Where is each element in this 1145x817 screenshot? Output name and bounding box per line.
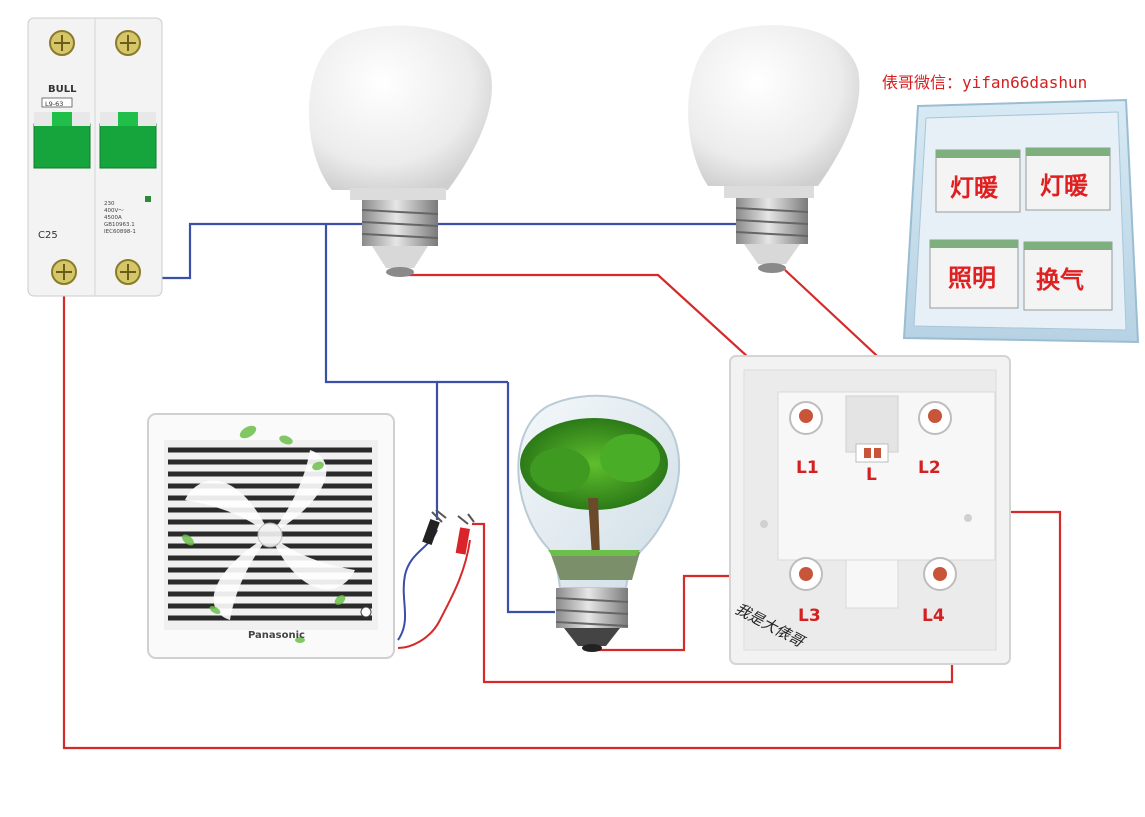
circuit-breaker: BULL L9-63 230 400V～ 4500A GB10963.1 IEC… [27, 17, 163, 297]
led-bulb-2 [688, 25, 860, 273]
bath-heater-switch-panel: 灯暖 灯暖 照明 换气 [902, 98, 1140, 344]
neutral-breaker-to-bulb1 [132, 222, 390, 280]
led-bulb-1 [308, 25, 492, 277]
switch-button[interactable]: 换气 [1023, 241, 1113, 311]
breaker-model: L9-63 [45, 100, 63, 108]
terminal-label: L3 [798, 606, 821, 626]
terminal-L4: L4 [922, 557, 957, 626]
terminal-label: L1 [796, 458, 819, 478]
breaker-spec: 230 [104, 201, 115, 207]
terminal-label: L [866, 465, 877, 485]
exhaust-fan: Panasonic [147, 413, 475, 659]
switch-button[interactable]: 照明 [929, 239, 1019, 309]
screw-icon [115, 30, 141, 56]
fan-neutral-lead [397, 529, 438, 641]
fan-live-lead [397, 539, 471, 649]
fan-connector [455, 513, 475, 555]
breaker-spec: 400V～ [104, 208, 124, 214]
screw-icon [51, 259, 77, 285]
terminal-L: L [855, 443, 889, 485]
breaker-spec: 4500A [104, 215, 122, 221]
terminal-L1: L1 [789, 401, 823, 478]
terminal-label: L2 [918, 458, 941, 478]
terminal-L2: L2 [918, 401, 952, 478]
fan-brand: Panasonic [248, 630, 305, 641]
switch-button-label: 换气 [1036, 266, 1084, 294]
switch-button-label: 照明 [948, 264, 996, 292]
switch-button[interactable]: 灯暖 [935, 149, 1021, 213]
fan-blade-icon [185, 450, 355, 620]
tree-light-bulb [517, 394, 681, 652]
neutral-wires [132, 222, 770, 614]
screw-icon [49, 30, 75, 56]
terminal-L3: L3 [789, 557, 823, 626]
fan-connector [422, 509, 447, 545]
terminal-label: L4 [922, 606, 945, 626]
screw-icon [115, 259, 141, 285]
breaker-spec: IEC60898-1 [104, 229, 136, 235]
breaker-handle[interactable] [33, 123, 91, 169]
neutral-to-fan [324, 224, 439, 520]
breaker-spec: GB10963.1 [104, 222, 135, 228]
leaf-icon [182, 425, 346, 643]
watermark-text: 俵哥微信：yifan66dashun [882, 73, 1087, 92]
breaker-handle[interactable] [99, 123, 157, 169]
breaker-rating: C25 [38, 230, 58, 241]
neutral-to-tree-bulb [506, 382, 555, 614]
switch-button-label: 灯暖 [950, 174, 999, 202]
switch-button[interactable]: 灯暖 [1025, 147, 1111, 211]
switch-button-label: 灯暖 [1040, 172, 1089, 200]
breaker-brand: BULL [48, 84, 77, 95]
switch-back-terminals: L1 L2 L L3 L4 我是大俵哥 [729, 355, 1011, 665]
